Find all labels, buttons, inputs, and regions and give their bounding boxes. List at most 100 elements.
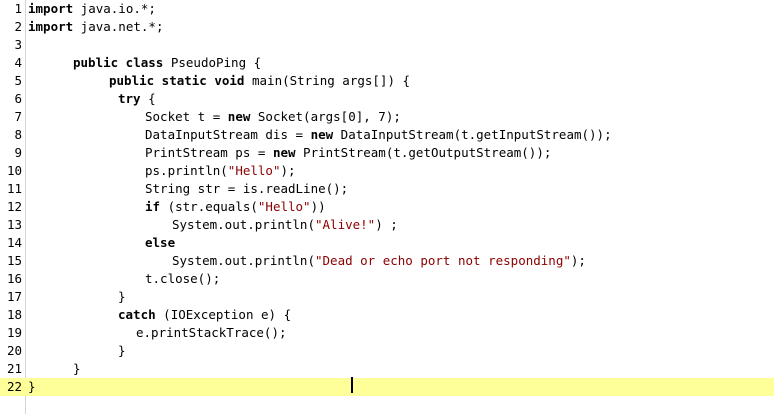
code-token: (IOException e) { [155,307,292,322]
line-number: 20 [6,343,22,358]
keyword-token: else [145,235,176,250]
code-text: } [73,360,81,378]
code-line[interactable]: 14 else [0,234,774,252]
code-text: t.close(); [145,270,220,288]
code-token: System.out.println( [172,253,315,268]
code-token: (str.equals( [160,199,258,214]
line-number-gutter [0,0,26,414]
code-token: PrintStream(t.getOutputStream()); [295,145,552,160]
code-token: PseudoPing { [163,55,262,70]
string-token: "Dead or echo port not responding" [315,253,571,268]
line-number: 9 [14,145,22,160]
code-token: ); [570,253,586,268]
line-number: 15 [6,253,22,268]
string-token: "Hello" [257,199,311,214]
code-text: } [118,342,126,360]
line-number: 2 [14,19,22,34]
string-token: "Hello" [227,163,281,178]
code-line[interactable]: 21} [0,360,774,378]
keyword-token: new [272,145,296,160]
code-line[interactable]: 2 import java.net.*; [0,18,774,36]
keyword-token: public static void [109,73,245,88]
code-token: } [28,379,36,394]
line-number: 8 [14,127,22,142]
line-number: 19 [6,325,22,340]
code-token: t.close(); [145,271,221,286]
code-token: String str = is.readLine(); [145,181,349,196]
code-line[interactable]: 9 PrintStream ps = new PrintStream(t.getO… [0,144,774,162]
code-line[interactable]: 20} [0,342,774,360]
code-line[interactable]: 17} [0,288,774,306]
code-text: } [28,378,36,396]
keyword-token: import [28,19,74,34]
code-text: } [118,288,126,306]
code-text: public class PseudoPing { [73,54,261,72]
code-token: DataInputStream(t.getInputStream()); [333,127,612,142]
line-number: 18 [6,307,22,322]
code-token: ) ; [375,217,398,232]
code-token: DataInputStream dis = [145,127,311,142]
code-line[interactable]: 5 public static void main(String args[]) … [0,72,774,90]
code-token: } [73,361,81,376]
code-text: else [145,234,175,252]
code-token: java.net.*; [73,19,164,34]
keyword-token: catch [118,307,156,322]
code-line[interactable]: 10 ps.println("Hello"); [0,162,774,180]
code-line[interactable]: 15 System.out.println("Dead or echo port … [0,252,774,270]
code-text: e.printStackTrace(); [136,324,287,342]
code-line[interactable]: 18 catch (IOException e) { [0,306,774,324]
code-token: } [118,343,126,358]
code-line[interactable]: 13 System.out.println("Alive!") ; [0,216,774,234]
code-line[interactable]: 12 if (str.equals("Hello")) [0,198,774,216]
code-token: java.io.*; [73,1,156,16]
code-text: String str = is.readLine(); [145,180,348,198]
keyword-token: new [227,109,251,124]
code-token: } [118,289,126,304]
line-number: 22 [6,379,22,394]
line-number: 13 [6,217,22,232]
keyword-token: import [28,1,74,16]
code-line[interactable]: 8 DataInputStream dis = new DataInputStre… [0,126,774,144]
text-cursor [351,377,353,393]
line-number: 5 [14,73,22,88]
line-number: 1 [14,1,22,16]
code-token: ); [280,163,296,178]
line-number: 21 [6,361,22,376]
code-text: System.out.println("Dead or echo port no… [172,252,586,270]
code-text: catch (IOException e) { [118,306,291,324]
keyword-token: new [310,127,334,142]
code-line[interactable]: 6 try { [0,90,774,108]
code-token: )) [310,199,326,214]
code-token: Socket t = [145,109,228,124]
code-text: import java.net.*; [28,18,163,36]
line-number: 17 [6,289,22,304]
code-token: PrintStream ps = [145,145,273,160]
code-token: e.printStackTrace(); [136,325,287,340]
code-line[interactable]: 19 e.printStackTrace(); [0,324,774,342]
line-number: 12 [6,199,22,214]
line-number: 14 [6,235,22,250]
line-number: 6 [14,91,22,106]
code-text: try { [118,90,156,108]
code-line[interactable]: 3 [0,36,774,54]
code-text: DataInputStream dis = new DataInputStrea… [145,126,612,144]
code-line[interactable]: 1 import java.io.*; [0,0,774,18]
code-line[interactable]: 22} [0,378,774,396]
line-number: 10 [6,163,22,178]
keyword-token: try [118,91,141,106]
code-text: System.out.println("Alive!") ; [172,216,398,234]
code-token: System.out.println( [172,217,315,232]
code-token: ps.println( [145,163,228,178]
code-line[interactable]: 11 String str = is.readLine(); [0,180,774,198]
keyword-token: if [145,199,161,214]
keyword-token: public class [73,55,164,70]
code-text: public static void main(String args[]) { [109,72,410,90]
code-text: import java.io.*; [28,0,156,18]
line-number: 7 [14,109,22,124]
line-number: 11 [6,181,22,196]
code-token: { [140,91,156,106]
